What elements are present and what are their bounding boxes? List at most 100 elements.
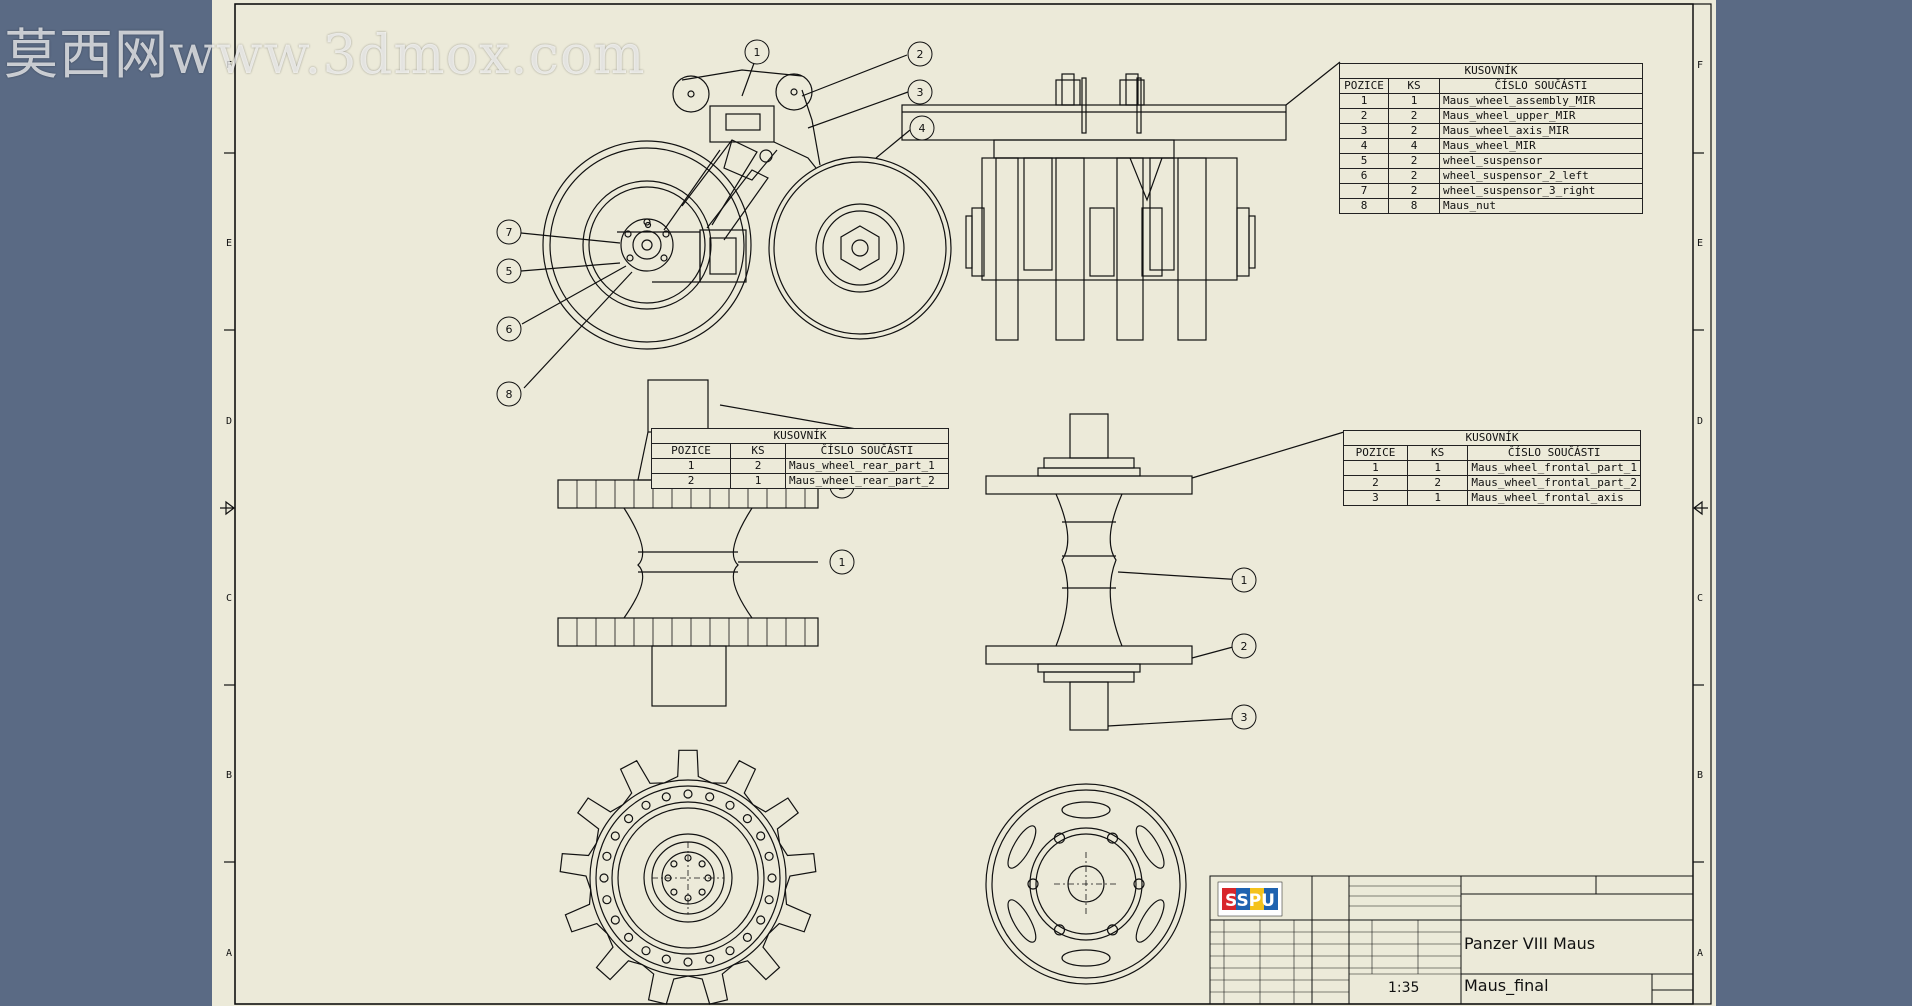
bom-cell-part: wheel_suspensor_2_left xyxy=(1439,168,1643,184)
bom-cell-pozice: 3 xyxy=(1339,123,1389,139)
face-bolt xyxy=(1053,832,1066,844)
bom-header-part: ČÍSLO SOUČÁSTI xyxy=(1439,78,1643,94)
logo-text: SSPU xyxy=(1225,891,1275,911)
bolt-hole xyxy=(756,831,766,841)
balloons xyxy=(496,39,1257,730)
wheel-slot xyxy=(1135,899,1165,943)
bolt-hole xyxy=(725,946,735,956)
bom-cell-ks: 2 xyxy=(1388,153,1440,169)
bom-header-ks: KS xyxy=(730,443,786,459)
bom-cell-ks: 2 xyxy=(1388,183,1440,199)
zone-letter-left-5: A xyxy=(226,948,232,959)
hub-hole xyxy=(664,874,672,882)
bom-cell-part: Maus_wheel_MIR xyxy=(1439,138,1643,154)
zone-letter-left-2: D xyxy=(226,416,232,427)
project-title: Panzer VIII Maus xyxy=(1464,934,1596,953)
bolt-hole xyxy=(705,954,715,964)
bom-cell-pozice: 5 xyxy=(1339,153,1389,169)
bom-cell-ks: 1 xyxy=(1406,490,1469,506)
bom-cell-part: Maus_wheel_frontal_axis xyxy=(1467,490,1641,506)
balloon-label: 2 xyxy=(1241,640,1248,653)
bom-cell-part: Maus_wheel_axis_MIR xyxy=(1439,123,1643,139)
zone-letter-left-0: F xyxy=(226,60,232,71)
bom-cell-part: Maus_wheel_rear_part_1 xyxy=(785,458,949,474)
bolt-hole xyxy=(705,792,715,802)
balloon-label: 1 xyxy=(1241,574,1248,587)
zone-letter-right-2: D xyxy=(1697,416,1703,427)
face-bolt xyxy=(1133,878,1145,890)
view-wheel-assembly-side xyxy=(520,54,952,389)
bom-cell-pozice: 2 xyxy=(1339,108,1389,124)
drawing-scale: 1:35 xyxy=(1388,980,1420,996)
hub-hole xyxy=(684,894,692,902)
technical-drawing: F E D C B A F E D C B A 1 2 3 4 7 xyxy=(220,3,1712,1005)
bom-header-ks: KS xyxy=(1406,445,1469,461)
bolt-hole xyxy=(767,873,777,883)
bom-cell-pozice: 1 xyxy=(651,458,731,474)
zone-letter-right-1: E xyxy=(1697,238,1703,249)
wheel-slot xyxy=(1007,899,1037,943)
bolt-hole xyxy=(742,813,753,824)
bolt-hole xyxy=(610,831,620,841)
balloon-label: 4 xyxy=(919,122,926,135)
face-bolt xyxy=(1027,878,1039,890)
bom-cell-part: Maus_nut xyxy=(1439,198,1643,214)
hub-hole xyxy=(698,860,706,868)
bom-cell-pozice: 4 xyxy=(1339,138,1389,154)
bom-cell-part: Maus_wheel_upper_MIR xyxy=(1439,108,1643,124)
balloon-label: 1 xyxy=(754,46,761,59)
bom-header-part: ČÍSLO SOUČÁSTI xyxy=(1467,445,1641,461)
bom-cell-pozice: 2 xyxy=(1343,475,1408,491)
hub-hole xyxy=(704,874,712,882)
bolt-hole xyxy=(764,851,774,861)
view-wheel-assembly-front xyxy=(901,61,1341,341)
bom-cell-ks: 8 xyxy=(1388,198,1440,214)
bom-cell-pozice: 8 xyxy=(1339,198,1389,214)
zone-letter-right-5: A xyxy=(1697,948,1703,959)
bolt-hole xyxy=(602,895,612,905)
bom-header-pozice: POZICE xyxy=(651,443,731,459)
zone-letter-left-4: B xyxy=(226,770,232,781)
bom-cell-ks: 2 xyxy=(1388,168,1440,184)
zone-letter-right-0: F xyxy=(1697,60,1703,71)
bom-cell-ks: 1 xyxy=(1388,93,1440,109)
bom-title: KUSOVNÍK xyxy=(651,428,949,444)
bom-cell-pozice: 3 xyxy=(1343,490,1408,506)
watermark: 莫西网www.3dmox.com xyxy=(4,23,646,86)
bom-cell-ks: 2 xyxy=(1406,475,1469,491)
balloon-label: 3 xyxy=(917,86,924,99)
bom-title: KUSOVNÍK xyxy=(1339,63,1643,79)
bom-cell-pozice: 2 xyxy=(651,473,731,489)
bolt-hole xyxy=(610,915,620,925)
bolt-hole xyxy=(756,915,766,925)
bom-cell-part: wheel_suspensor xyxy=(1439,153,1643,169)
wheel-slot xyxy=(1135,825,1165,869)
bolt-hole xyxy=(764,895,774,905)
bom-cell-ks: 4 xyxy=(1388,138,1440,154)
wheel-slot xyxy=(1061,801,1111,819)
bom-cell-pozice: 1 xyxy=(1343,460,1408,476)
bolt-hole xyxy=(641,946,651,956)
hub-hole xyxy=(684,854,692,862)
bolt-hole xyxy=(624,932,634,943)
bom-cell-pozice: 7 xyxy=(1339,183,1389,199)
bolt-hole xyxy=(742,932,753,943)
zone-letter-left-1: E xyxy=(226,238,232,249)
bom-cell-ks: 2 xyxy=(1388,108,1440,124)
drawing-name: Maus_final xyxy=(1464,976,1549,995)
zone-letter-right-3: C xyxy=(1697,593,1703,604)
zone-letter-left-3: C xyxy=(226,593,232,604)
bom-header-part: ČÍSLO SOUČÁSTI xyxy=(785,443,949,459)
bom-cell-ks: 2 xyxy=(730,458,786,474)
